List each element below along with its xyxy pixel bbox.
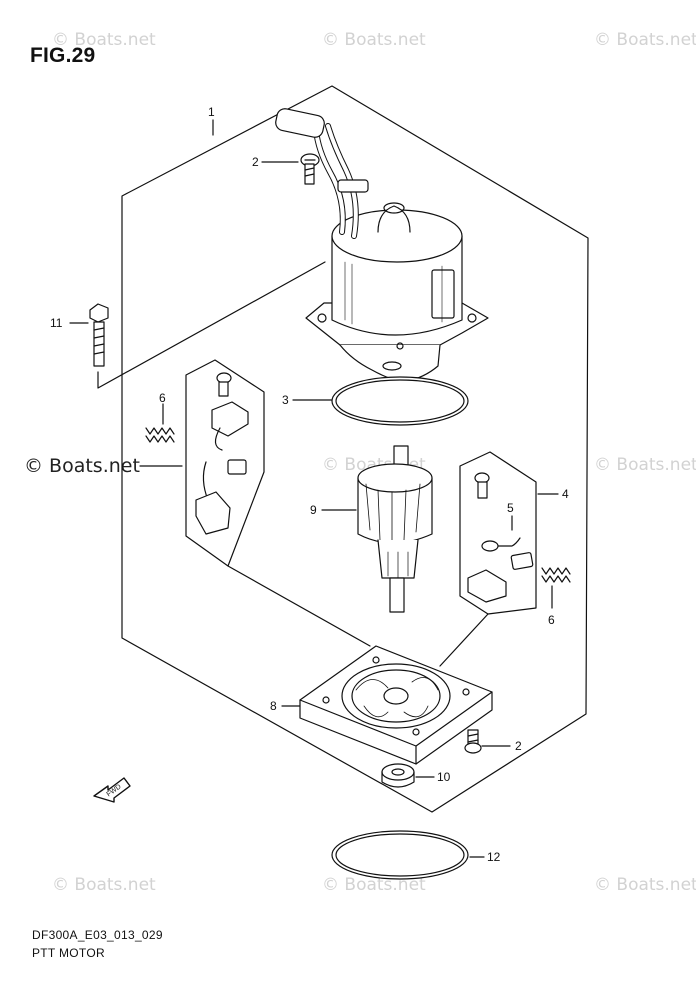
watermark: © Boats.net [594, 455, 696, 475]
brush-right [467, 472, 534, 603]
spring-left [145, 427, 175, 443]
armature [357, 445, 433, 613]
watermark: © Boats.net [52, 30, 156, 50]
divider-line-lower [227, 565, 489, 667]
callout-2-bottom: 2 [515, 739, 522, 753]
callout-3: 3 [282, 393, 289, 407]
callout-12: 12 [487, 850, 501, 864]
callout-6-left: 6 [159, 391, 166, 405]
assembly-outline [121, 85, 589, 813]
screw-top [300, 153, 320, 185]
end-plate [299, 645, 493, 765]
watermark: © Boats.net [322, 30, 426, 50]
watermark: © Boats.net [322, 875, 426, 895]
screw-bottom [464, 729, 482, 754]
callout-9: 9 [310, 503, 317, 517]
watermark-featured: © Boats.net [24, 455, 140, 477]
motor-housing [305, 202, 489, 383]
diagram-caption: PTT MOTOR [32, 946, 105, 960]
figure-title: FIG.29 [30, 44, 96, 67]
o-ring-12 [331, 830, 469, 880]
bushing-10 [381, 763, 415, 788]
brush-left [195, 372, 249, 535]
callout-5: 5 [507, 501, 514, 515]
callout-6-right: 6 [548, 613, 555, 627]
brush-group-right-outline [459, 451, 537, 615]
callout-8: 8 [270, 699, 277, 713]
fwd-arrow-icon: FWD [93, 777, 131, 803]
motor-cable [275, 108, 369, 239]
callout-1: 1 [208, 105, 215, 119]
diagram-code: DF300A_E03_013_029 [32, 928, 163, 942]
watermark: © Boats.net [594, 30, 696, 50]
callout-10: 10 [437, 770, 451, 784]
long-bolt [89, 303, 109, 367]
divider-line [97, 261, 326, 389]
callout-11: 11 [50, 316, 63, 330]
watermark: © Boats.net [594, 875, 696, 895]
watermark: © Boats.net [52, 875, 156, 895]
o-ring-3 [331, 376, 469, 426]
callout-2-top: 2 [252, 155, 259, 169]
spring-right [541, 567, 571, 583]
brush-group-left-outline [185, 359, 265, 567]
callout-4: 4 [562, 487, 569, 501]
